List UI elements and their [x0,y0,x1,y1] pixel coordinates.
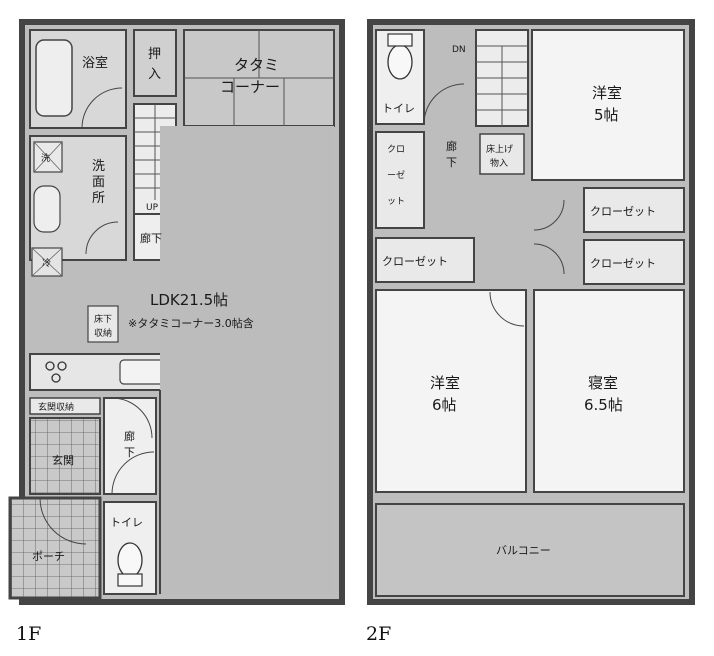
closet-v-label-2: ーゼ [387,169,405,181]
bedroom [533,289,685,493]
closet-left-label: クローゼット [382,255,448,268]
shoe-storage [29,397,101,415]
western-room-6 [375,289,527,493]
closet-v-label-1: クロ [387,144,405,155]
underfloor-storage [87,305,119,343]
dn-label: DN [452,45,466,55]
bath-door-swing [81,87,123,129]
underfloor-label-1: 床下 [94,313,112,325]
bedroom-name: 寝室 [588,374,618,392]
oshiire-label-2: 入 [148,67,161,82]
closet-right-lower [583,239,685,285]
closet-right-upper-label: クローゼット [590,205,656,218]
floor-1-label: 1F [16,623,41,645]
stair-treads-2f [476,45,528,126]
porch-label: ポーチ [32,550,65,563]
washroom-label-2: 面 [92,175,105,190]
second-floor: DN トイレ クロ ーゼ ット 廊 下 床上げ 物入 洋室 5帖 クローゼット … [366,19,695,645]
closet-v-label-3: ット [387,197,405,207]
balcony [375,503,685,597]
toilet-1f-label: トイレ [110,516,143,529]
entrance-label: 玄関 [52,453,74,467]
porch-area [8,496,102,600]
washroom-label-1: 洗 [92,159,105,174]
raised-storage [479,133,525,175]
raised-storage-label-1: 床上げ [486,143,513,155]
washroom-label-3: 所 [92,191,105,206]
hall-2-label-b: 下 [124,446,135,459]
toilet-bowl-1f [117,542,143,578]
hall-2f-label-b: 下 [446,156,457,169]
stairs-up-label: UP [146,203,159,213]
floor-2-label: 2F [366,623,391,645]
closet-right-lower-label: クローゼット [590,257,656,270]
ldk-note: ※タタミコーナー3.0帖含 [128,316,254,330]
toilet-2f-label: トイレ [382,102,415,115]
oshiire [133,29,177,97]
closet-left [375,237,475,283]
shoe-storage-label: 玄関収納 [38,401,74,413]
closet-vertical [375,131,425,229]
closet-right-upper [583,187,685,233]
raised-storage-label-2: 物入 [490,157,508,169]
hall-2f-label-a: 廊 [446,139,457,153]
wash-machine-label: 洗 [41,152,50,164]
first-floor: 浴室 押 入 タタミ コーナー 洗 面 所 洗 冷 UP 廊下 LDK21.5帖… [8,19,345,645]
tatami-label-1: タタミ [234,56,279,74]
underfloor-label-2: 収納 [94,327,112,339]
toilet-bowl-2f [387,44,413,80]
bathtub [35,39,73,117]
fridge-label: 冷 [42,257,51,269]
bath-label: 浴室 [82,55,108,71]
ldk-room [160,126,334,594]
hallway-entrance [103,397,157,495]
balcony-label: バルコニー [496,544,551,557]
hall-label-1f: 廊下 [140,231,162,245]
western-room-5 [531,29,685,181]
western-6-name: 洋室 [430,374,460,392]
bedroom-size: 6.5帖 [584,396,623,414]
hall-2-label-a: 廊 [124,429,135,443]
western-5-name: 洋室 [592,84,622,102]
western-5-size: 5帖 [594,106,619,124]
western-6-size: 6帖 [432,396,457,414]
oshiire-label-1: 押 [148,47,161,62]
entrance [29,417,101,495]
ldk-label: LDK21.5帖 [150,291,228,309]
vanity-sink [33,185,61,233]
tatami-label-2: コーナー [220,78,280,96]
